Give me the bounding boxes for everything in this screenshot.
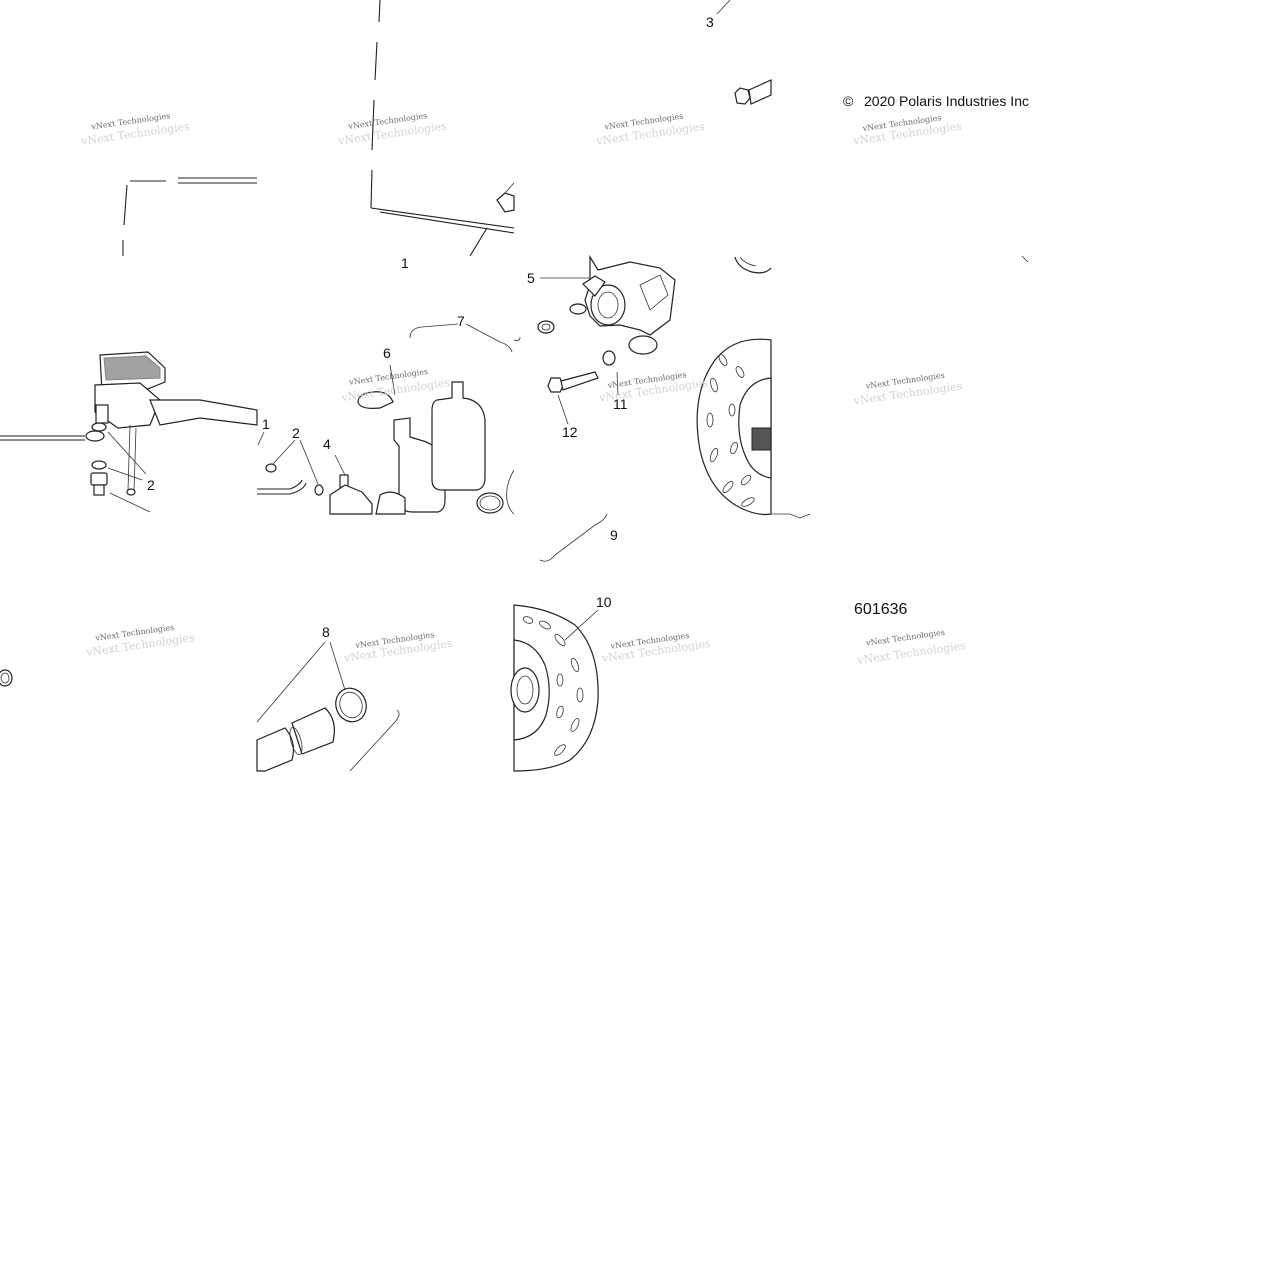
brake-disc-part: [510, 604, 599, 772]
piston-part: [256, 707, 335, 772]
callout-3: 3: [706, 14, 714, 30]
watermark-10: vNext Technologies vNext Technologies: [600, 631, 711, 665]
caliper-bracket-section: [513, 254, 676, 425]
callout-10: 10: [596, 594, 612, 610]
callout-4: 4: [323, 436, 331, 452]
caliper-bracket-part: [569, 254, 676, 355]
pad-spring-part: [357, 391, 394, 409]
bolt-part: [734, 79, 772, 105]
callout-11: 11: [613, 396, 628, 412]
callout-7: 7: [457, 313, 465, 329]
watermark-8: vNext Technologies vNext Technologies: [84, 623, 195, 659]
callout-12: 12: [562, 424, 578, 440]
callout-2-mid: 2: [292, 425, 300, 441]
caliper-bolt-section: [716, 0, 772, 105]
callout-8: 8: [322, 624, 330, 640]
callout-9: 9: [610, 527, 618, 543]
brake-pad-section: [257, 323, 515, 515]
brake-pad-part: [393, 381, 486, 513]
piston-seal-part: [335, 687, 367, 723]
callout-1-left: 1: [262, 416, 270, 432]
fitting-part: [0, 669, 13, 687]
callout-5: 5: [527, 270, 535, 286]
watermark-5: vNext Technologies vNext Technologies: [339, 367, 450, 404]
master-cylinder-part: [94, 351, 258, 496]
callout-2-left: 2: [147, 477, 155, 493]
piston-seal-part: [476, 492, 504, 514]
brake-disc-part: [696, 338, 772, 516]
watermark-2: vNext Technologies vNext Technologies: [336, 111, 447, 148]
caliper-bolt-part: [547, 371, 599, 393]
copyright-notice: © 2020 Polaris Industries Inc: [843, 93, 1029, 109]
watermark-11: vNext Technologies vNext Technologies: [856, 628, 967, 667]
callout-6: 6: [383, 345, 391, 361]
banjo-bolt-part: [496, 182, 515, 213]
copyright-text: 2020 Polaris Industries Inc: [864, 93, 1029, 109]
caliper-part: [329, 474, 406, 515]
master-cylinder-section: [0, 351, 258, 513]
watermark-3: vNext Technologies vNext Technologies: [594, 112, 705, 148]
brake-hose-section: [370, 0, 515, 257]
watermark-1: vNext Technologies vNext Technologies: [79, 111, 190, 148]
watermark-4: vNext Technologies vNext Technologies: [851, 113, 962, 148]
callout-1-top: 1: [401, 255, 409, 271]
copyright-symbol: ©: [843, 93, 854, 109]
banjo-bolt-part: [90, 472, 108, 496]
disc-lower-section: [510, 513, 608, 772]
piston-section: [256, 641, 400, 772]
watermark-7: vNext Technologies vNext Technologies: [852, 371, 963, 408]
watermark-9: vNext Technologies vNext Technologies: [342, 630, 453, 665]
disc-upper-section: [696, 256, 811, 519]
diagram-code: 601636: [854, 601, 907, 618]
brake-line-section: [122, 177, 257, 256]
